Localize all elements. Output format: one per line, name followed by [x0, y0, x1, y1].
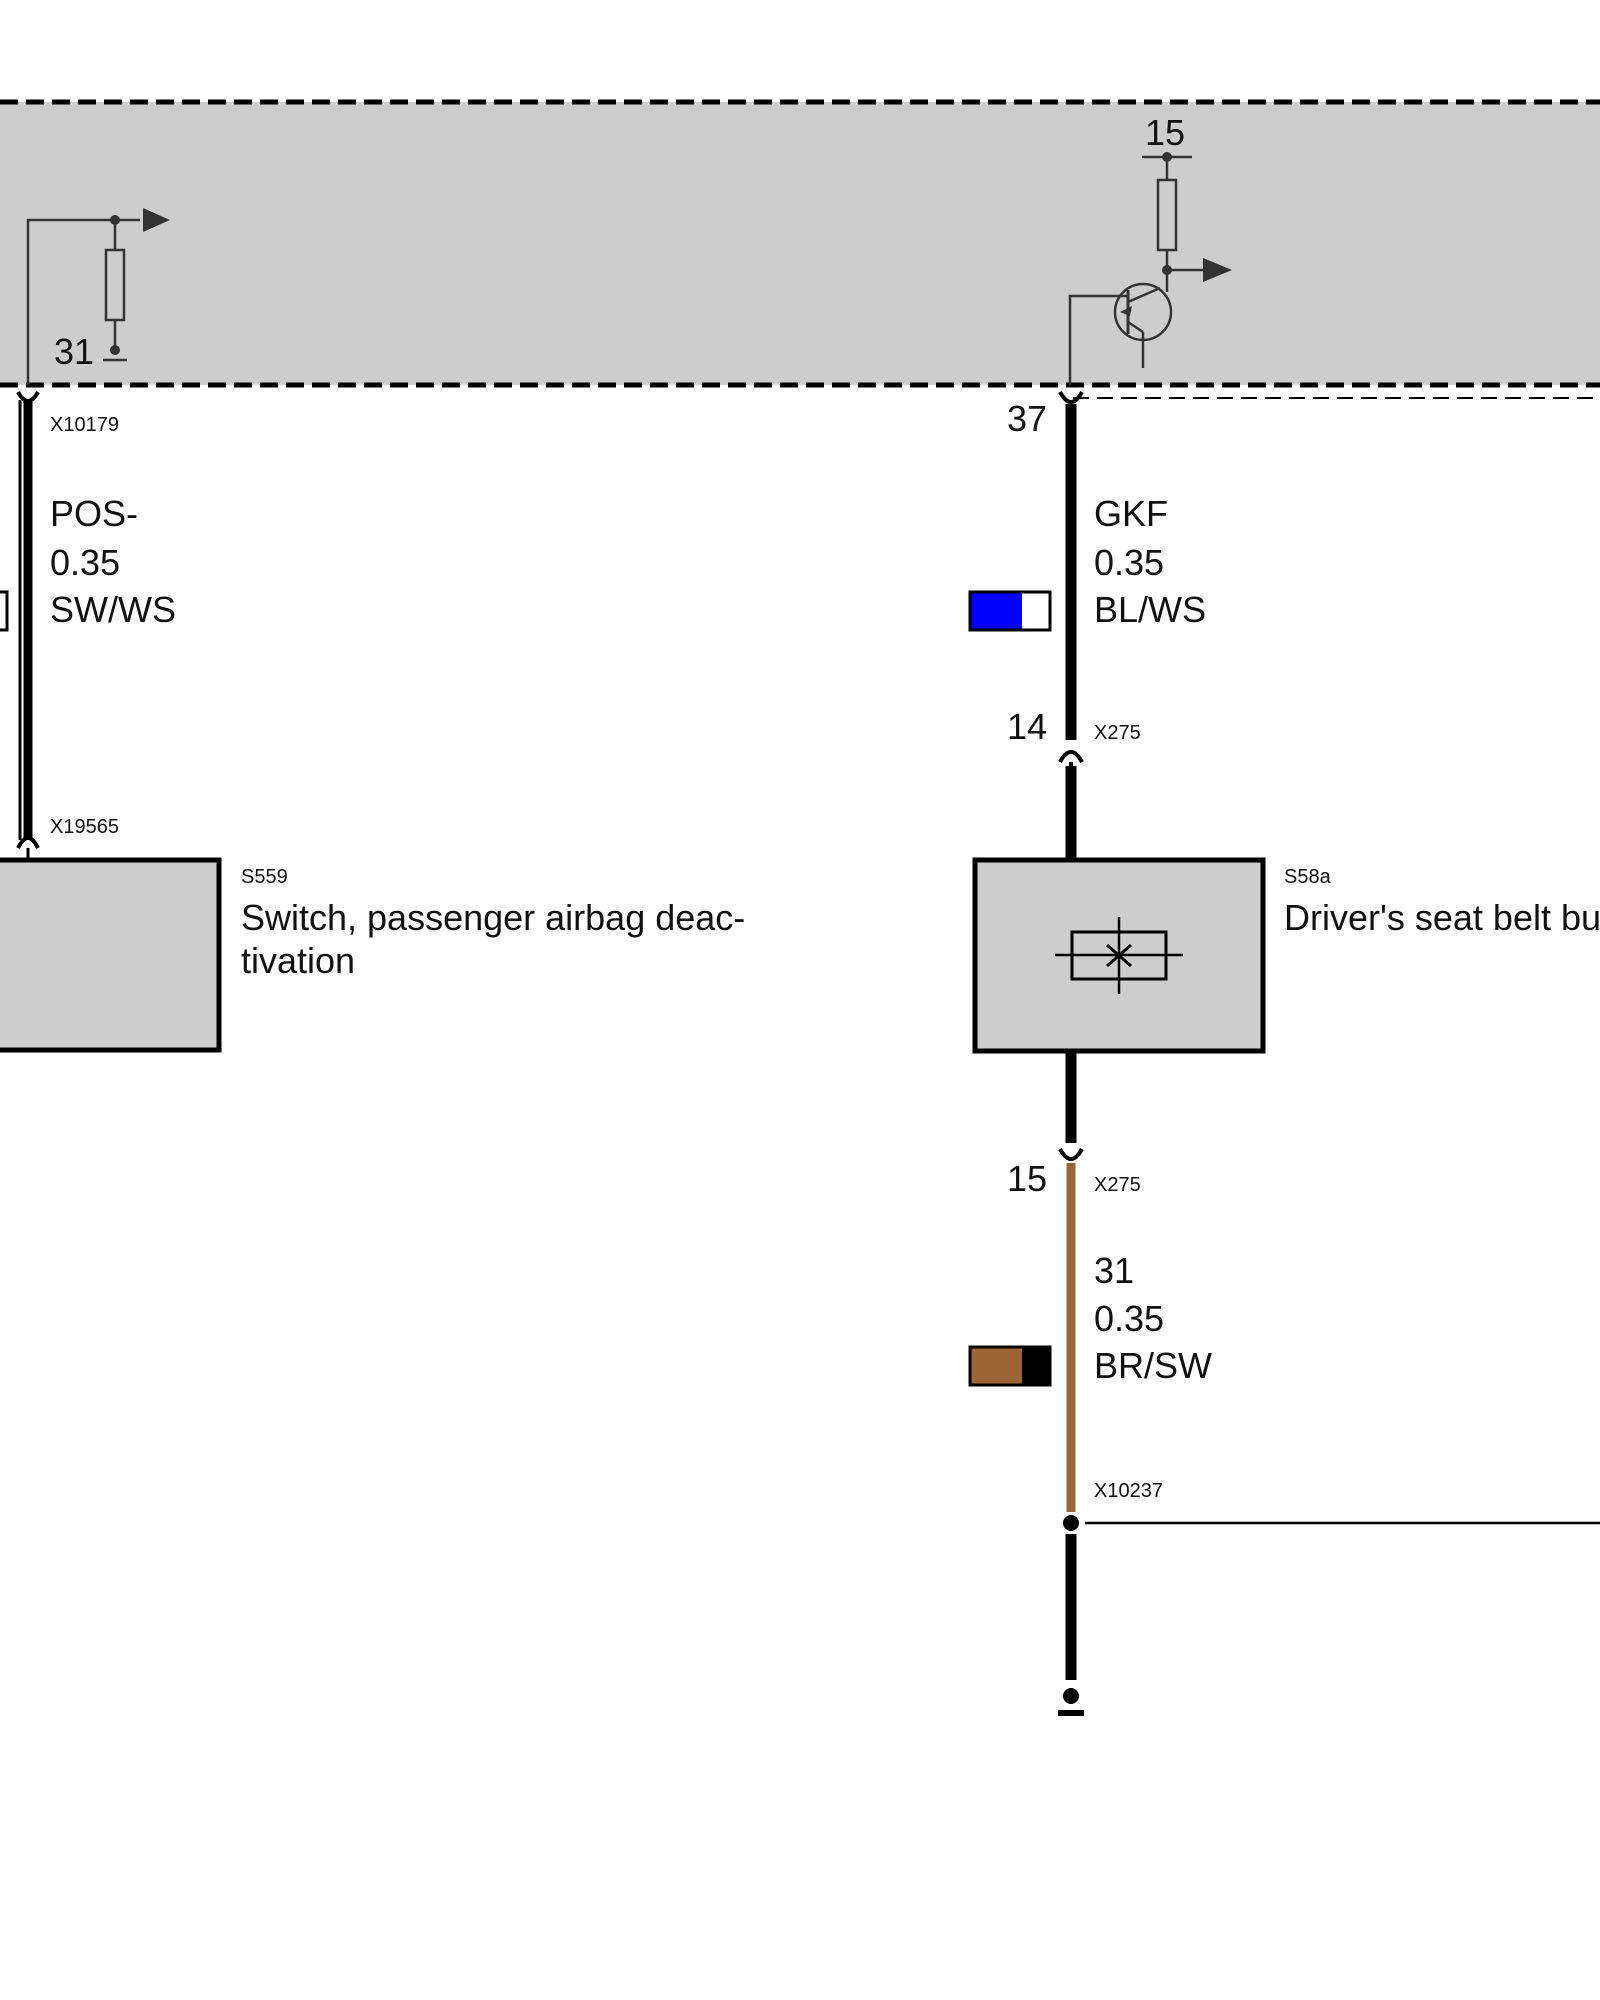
signal-arrow-icon: [1203, 258, 1232, 282]
left-wire-name: POS-: [50, 493, 138, 534]
component-s559-id: S559: [241, 866, 288, 888]
left-top-connector: X10179: [50, 414, 119, 436]
right-lower-pin: 15: [1007, 1158, 1047, 1199]
connector-icon: [1058, 390, 1084, 404]
right-wire-name: GKF: [1094, 493, 1168, 534]
connector-icon: [1058, 1147, 1084, 1161]
color-swatch-icon: [968, 590, 1052, 632]
ground-wire-color-code: BR/SW: [1094, 1345, 1212, 1386]
component-s559-name-line2: tivation: [241, 940, 355, 981]
ground-wire-name: 31: [1094, 1250, 1134, 1291]
component-s559-box[interactable]: [0, 857, 222, 1053]
right-upper-connector: X275: [1094, 722, 1141, 744]
splice-point[interactable]: [1063, 1515, 1079, 1531]
color-swatch-icon: [968, 1345, 1052, 1387]
left-bottom-connector: X19565: [50, 816, 119, 838]
left-wire-size: 0.35: [50, 542, 120, 583]
signal-arrow-icon: [143, 208, 170, 232]
module-ground-label: 31: [54, 331, 94, 372]
connector-icon: [16, 836, 40, 849]
module-supply-label: 15: [1145, 112, 1185, 153]
splice-connector: X10237: [1094, 1480, 1163, 1502]
ground-wire-size: 0.35: [1094, 1298, 1164, 1339]
right-upper-pin: 14: [1007, 706, 1047, 747]
right-circuit: 37 GKF 0.35 BL/WS 14 X275 S58a Driver's …: [968, 390, 1600, 1716]
color-swatch-icon: [0, 590, 9, 632]
right-module-pin: 37: [1007, 398, 1047, 439]
left-internal-circuit: 31: [26, 208, 170, 385]
connector-icon: [16, 390, 40, 403]
right-wire-size: 0.35: [1094, 542, 1164, 583]
left-circuit: X10179 POS- 0.35 SW/WS X19565 S559 Switc…: [0, 390, 745, 1053]
right-wire-color-code: BL/WS: [1094, 589, 1206, 630]
right-internal-circuit: 15: [1068, 112, 1232, 385]
left-wire-color-code: SW/WS: [50, 589, 176, 630]
component-s58a-name: Driver's seat belt bu: [1284, 897, 1600, 938]
connector-icon: [1058, 750, 1084, 764]
control-module-box: [0, 102, 1600, 385]
switch-contact-icon: [1055, 917, 1183, 994]
component-s559-name-line1: Switch, passenger airbag deac-: [241, 897, 745, 938]
component-s58a-id: S58a: [1284, 866, 1332, 888]
right-lower-connector: X275: [1094, 1174, 1141, 1196]
